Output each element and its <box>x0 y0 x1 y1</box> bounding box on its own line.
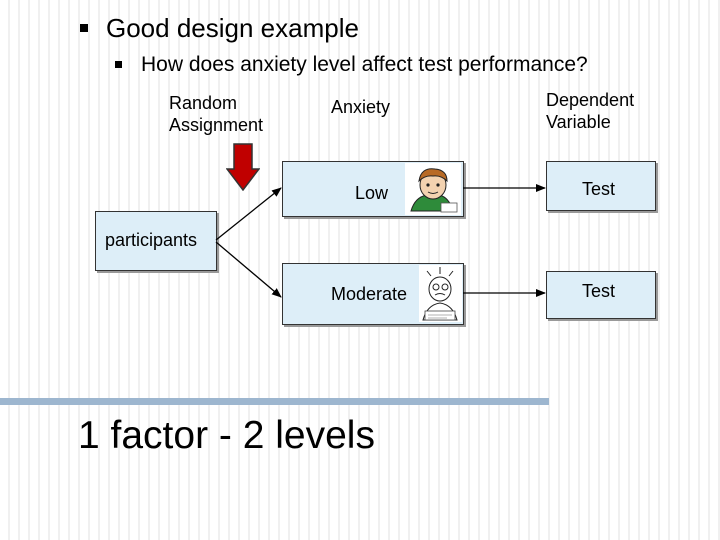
anxiety-factor-label: Anxiety <box>331 97 391 117</box>
random-assignment-line-2: Assignment <box>169 115 264 135</box>
test-box-moderate: Test <box>546 271 656 319</box>
divider-rule <box>0 398 549 405</box>
random-assignment-arrow-icon <box>226 143 260 191</box>
design-summary: 1 factor - 2 levels <box>78 414 375 457</box>
arrow-to-moderate-level <box>215 241 282 298</box>
arrow-to-low-level <box>215 187 282 241</box>
calm-student-illustration <box>405 163 461 215</box>
random-assignment-line-1: Random <box>169 93 238 113</box>
test-text-moderate: Test <box>582 281 616 301</box>
anxious-student-illustration <box>419 265 462 322</box>
dependent-variable-label: Dependent Variable <box>546 89 634 133</box>
low-level-text: Low <box>355 183 389 203</box>
test-text-low: Test <box>582 179 616 199</box>
title-bullet <box>80 24 88 32</box>
participants-text: participants <box>105 230 198 250</box>
research-question: How does anxiety level affect test perfo… <box>141 53 588 76</box>
dependent-variable-line-1: Dependent <box>546 90 635 110</box>
anxious-student-icon <box>422 267 458 321</box>
calm-student-icon <box>410 168 458 213</box>
participants-box: participants <box>95 211 217 271</box>
random-assignment-label: Random Assignment <box>169 92 263 136</box>
moderate-level-text: Moderate <box>331 284 408 304</box>
subtitle-bullet <box>115 61 122 68</box>
slide-heading: Good design example <box>106 13 359 43</box>
dependent-variable-line-2: Variable <box>546 112 611 132</box>
test-box-low: Test <box>546 161 656 211</box>
